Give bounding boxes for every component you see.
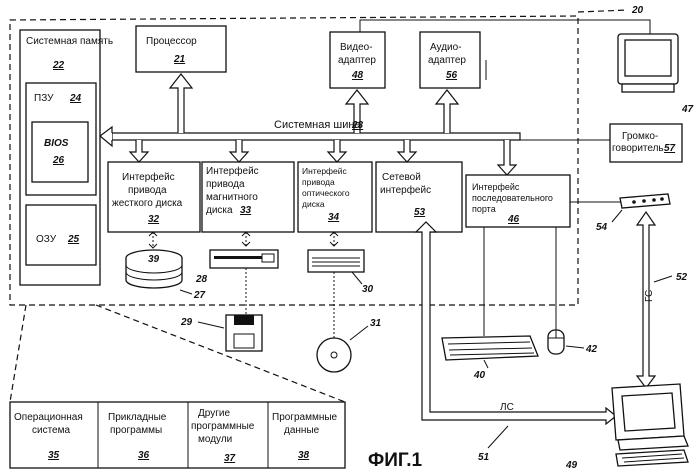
- audio-adapter-ref: 56: [446, 70, 458, 81]
- fdd-interface-line3: магнитного: [206, 192, 258, 203]
- software-apps-ref: 36: [138, 450, 150, 461]
- hard-disk-ref: 39: [148, 254, 160, 265]
- ram-expand-right: [96, 305, 345, 402]
- bios-ref: 26: [52, 155, 65, 166]
- hdd-stack-ref: 27: [193, 290, 206, 301]
- processor-ref: 21: [173, 54, 186, 65]
- hdd-interface-line1: Интерфейс: [122, 171, 175, 183]
- hdd-stack-leader: [180, 290, 192, 294]
- mouse-icon: [548, 330, 564, 354]
- odd-interface-line1: Интерфейс: [302, 166, 348, 176]
- optical-disk-ref: 31: [370, 318, 382, 329]
- network-interface-line2: интерфейс: [380, 184, 431, 196]
- keyboard-leader: [484, 360, 488, 368]
- modem-icon: [620, 194, 670, 208]
- optical-drive-icon: [308, 232, 364, 272]
- speaker-line1: Громко-: [622, 131, 658, 142]
- floppy-disk-leader: [198, 322, 224, 328]
- odd-interface-ref: 34: [328, 212, 340, 223]
- wan-ref: 52: [676, 272, 688, 283]
- optical-drive-ref: 30: [362, 284, 374, 295]
- ram-expand-left: [10, 305, 26, 402]
- rom-label: ПЗУ: [34, 93, 54, 104]
- mouse-leader: [566, 346, 584, 348]
- video-adapter-ref: 48: [351, 70, 364, 81]
- hdd-interface-ref: 32: [148, 214, 160, 225]
- floppy-disk-icon: [226, 315, 262, 351]
- software-os-ref: 35: [48, 450, 60, 461]
- optical-drive-leader: [352, 272, 362, 284]
- ram-label: ОЗУ: [36, 234, 57, 245]
- software-os-line2: система: [32, 425, 70, 436]
- keyboard-ref: 40: [473, 370, 486, 381]
- optical-disk-icon: [317, 338, 351, 372]
- optical-disk-leader: [350, 326, 368, 340]
- remote-computer-ref: 49: [565, 460, 578, 471]
- fdd-interface-line2: привода: [206, 179, 245, 190]
- rom-ref: 24: [69, 93, 82, 104]
- software-data-line2: данные: [284, 425, 320, 436]
- wan-label: ГС: [644, 290, 655, 302]
- system-bus-ref: 23: [351, 120, 364, 131]
- hdd-interface-line2: привода: [128, 185, 167, 196]
- lan-leader: [488, 426, 508, 448]
- mouse-ref: 42: [585, 344, 598, 355]
- ram-ref: 25: [67, 234, 80, 245]
- lan-ref: 51: [478, 452, 490, 463]
- floppy-drive-icon: [210, 232, 278, 268]
- serial-interface-line1: Интерфейс: [472, 182, 520, 192]
- fdd-interface-line4: диска: [206, 205, 233, 216]
- video-adapter-line2: адаптер: [338, 55, 376, 66]
- hdd-interface-line3: жесткого диска: [112, 198, 183, 209]
- floppy-disk-ref: 29: [180, 317, 193, 328]
- keyboard-icon: [442, 336, 538, 360]
- software-modules-ref: 37: [224, 453, 236, 464]
- software-apps-line2: программы: [110, 425, 162, 436]
- network-interface-line1: Сетевой: [382, 172, 421, 183]
- software-os-line1: Операционная: [14, 412, 83, 423]
- lan-link: [416, 222, 616, 424]
- processor-box: [136, 26, 226, 72]
- bios-label: BIOS: [44, 138, 69, 149]
- software-modules-line3: модули: [198, 434, 232, 445]
- system-memory-label: Системная память: [26, 36, 113, 47]
- monitor-ref: 47: [681, 104, 694, 115]
- software-modules-line2: программные: [191, 421, 255, 432]
- audio-adapter-line1: Аудио-: [430, 42, 462, 53]
- system-memory-ref: 22: [52, 60, 65, 71]
- modem-leader: [612, 210, 622, 222]
- speaker-line2: говоритель: [612, 143, 664, 154]
- lan-label: ЛС: [500, 402, 514, 413]
- computer-ref: 20: [631, 5, 644, 16]
- fdd-interface-ref: 33: [240, 205, 252, 216]
- serial-interface-line2: последовательного: [472, 193, 553, 203]
- speaker-ref: 57: [664, 143, 676, 154]
- modem-ref: 54: [596, 222, 608, 233]
- figure-title: ФИГ.1: [368, 450, 423, 471]
- software-modules-line1: Другие: [198, 408, 230, 419]
- fdd-interface-line1: Интерфейс: [206, 165, 259, 177]
- system-bus-label: Системная шина: [274, 119, 361, 131]
- video-adapter-line1: Видео-: [340, 42, 373, 53]
- odd-interface-line3: оптического: [302, 188, 350, 198]
- odd-interface-line4: диска: [302, 199, 325, 209]
- software-apps-line1: Прикладные: [108, 412, 167, 423]
- software-data-ref: 38: [298, 450, 310, 461]
- serial-interface-ref: 46: [507, 214, 520, 225]
- network-interface-ref: 53: [414, 207, 426, 218]
- remote-computer-icon: [612, 384, 688, 466]
- monitor-icon: [360, 20, 678, 92]
- floppy-drive-ref: 28: [195, 274, 208, 285]
- computer-ref-leader: [578, 10, 628, 12]
- software-data-line1: Программные: [272, 412, 338, 423]
- serial-interface-line3: порта: [472, 204, 496, 214]
- audio-adapter-line2: адаптер: [428, 55, 466, 66]
- bios-box: [32, 122, 88, 182]
- wan-leader: [654, 276, 672, 282]
- processor-label: Процессор: [146, 36, 197, 47]
- odd-interface-line2: привода: [302, 177, 335, 187]
